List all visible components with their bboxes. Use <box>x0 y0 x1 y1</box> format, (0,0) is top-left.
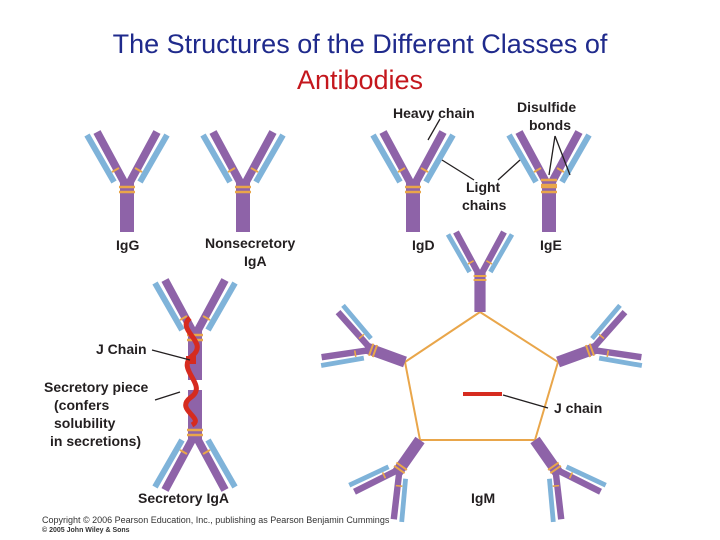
secretory-piece-label-2: (confers <box>54 397 109 413</box>
igd-antibody <box>373 132 453 232</box>
light-chains-label-2: chains <box>462 197 507 213</box>
igg-label: IgG <box>116 237 139 253</box>
nonsecretory-iga-antibody <box>203 132 283 232</box>
nonsecretory-iga-label-1: Nonsecretory <box>205 235 295 251</box>
heavy-chain-label: Heavy chain <box>393 105 475 121</box>
secretory-piece-label-3: solubility <box>54 415 116 431</box>
ige-label: IgE <box>540 237 562 253</box>
secretory-piece-label-4: in secretions) <box>50 433 141 449</box>
ige-antibody <box>509 132 589 232</box>
title-line-1: The Structures of the Different Classes … <box>112 29 608 59</box>
igg-antibody <box>87 132 167 232</box>
disulfide-bonds-label-2: bonds <box>529 117 571 133</box>
j-chain-marker <box>186 356 196 364</box>
page-title: The Structures of the Different Classes … <box>0 26 720 98</box>
igm-label: IgM <box>471 490 495 506</box>
secretory-piece-label-1: Secretory piece <box>44 379 148 395</box>
j-chain-left-label: J Chain <box>96 341 147 357</box>
leader-lines <box>151 118 571 409</box>
nonsecretory-iga-label-2: IgA <box>244 253 267 269</box>
disulfide-bonds-label-1: Disulfide <box>517 99 576 115</box>
copyright-notice-2: © 2005 John Wiley & Sons <box>42 527 130 534</box>
secretory-iga-antibody <box>155 280 235 490</box>
secretory-iga-label: Secretory IgA <box>138 490 229 506</box>
light-chains-label-1: Light <box>466 179 501 195</box>
igm-antibody <box>319 232 644 524</box>
j-chain-right-label: J chain <box>554 400 602 416</box>
title-line-2: Antibodies <box>296 65 424 95</box>
copyright-notice: Copyright © 2006 Pearson Education, Inc.… <box>42 515 390 525</box>
igd-label: IgD <box>412 237 435 253</box>
